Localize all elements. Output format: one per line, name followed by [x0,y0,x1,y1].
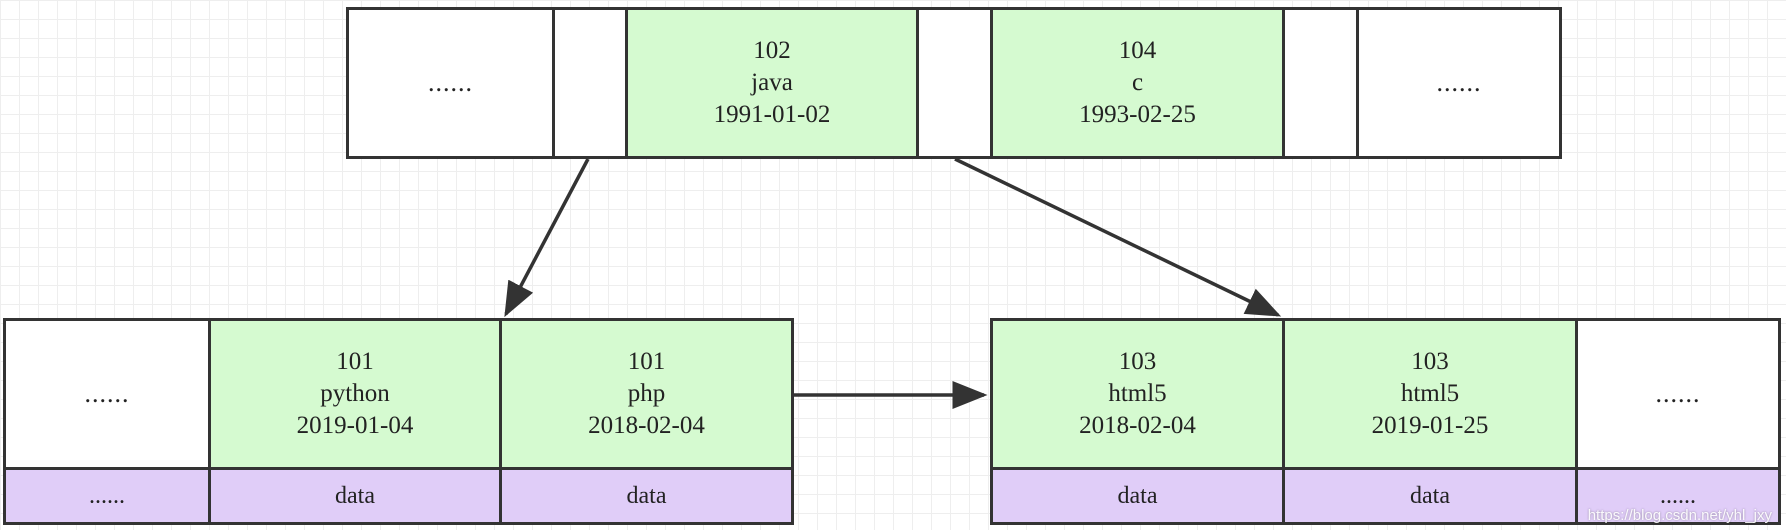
right-leaf-data-ellipsis: ...... [1575,467,1781,525]
left-leaf-data-2: data [499,467,794,525]
left-leaf-data-1: data [208,467,502,525]
key-date: 2018-02-04 [1079,412,1196,439]
key-date: 2019-01-04 [296,412,414,439]
key-name: html5 [1108,380,1167,407]
right-leaf-ellipsis: ...... [1575,318,1781,470]
key-name: java [751,69,793,96]
left-leaf-key-php: 101 php 2018-02-04 [499,318,794,470]
watermark-text: https://blog.csdn.net/yhl_jxy [1587,507,1772,524]
data-text: data [1117,482,1158,509]
arrow-root-to-left-leaf [504,158,590,318]
root-pointer-1 [552,7,628,159]
data-text: data [626,482,667,509]
key-id: 102 [753,37,791,64]
left-leaf-key-python: 101 python 2019-01-04 [208,318,502,470]
ellipsis-text: ...... [1655,379,1701,408]
key-date: 2019-01-25 [1371,412,1489,439]
key-name: html5 [1400,380,1460,407]
key-date: 2018-02-04 [588,412,705,439]
right-leaf-key-html5-a: 103 html5 2018-02-04 [990,318,1285,470]
data-text: data [335,482,375,509]
key-id: 101 [336,348,374,375]
key-name: c [1131,69,1144,96]
root-key-102: 102 java 1991-01-02 [625,7,919,159]
data-text: data [1410,482,1450,509]
left-leaf-data-ellipsis: ...... [3,467,211,525]
root-ellipsis-right: ...... [1356,7,1562,159]
right-leaf-data-1: data [990,467,1285,525]
ellipsis-text: ...... [1436,68,1482,97]
key-name: python [320,380,390,407]
key-id: 104 [1118,37,1157,64]
key-date: 1993-02-25 [1079,101,1196,128]
key-date: 1991-01-02 [713,101,831,128]
data-text: ...... [89,482,125,509]
root-ellipsis-left: ...... [346,7,555,159]
key-id: 103 [1411,348,1449,375]
data-text: ...... [1660,482,1696,509]
arrow-root-to-right-leaf [954,157,1282,317]
ellipsis-text: ...... [428,68,473,97]
key-name: php [627,380,666,407]
right-leaf-key-html5-b: 103 html5 2019-01-25 [1282,318,1578,470]
key-id: 103 [1118,348,1157,375]
key-id: 101 [627,348,666,375]
root-key-104: 104 c 1993-02-25 [990,7,1285,159]
ellipsis-text: ...... [84,379,130,408]
